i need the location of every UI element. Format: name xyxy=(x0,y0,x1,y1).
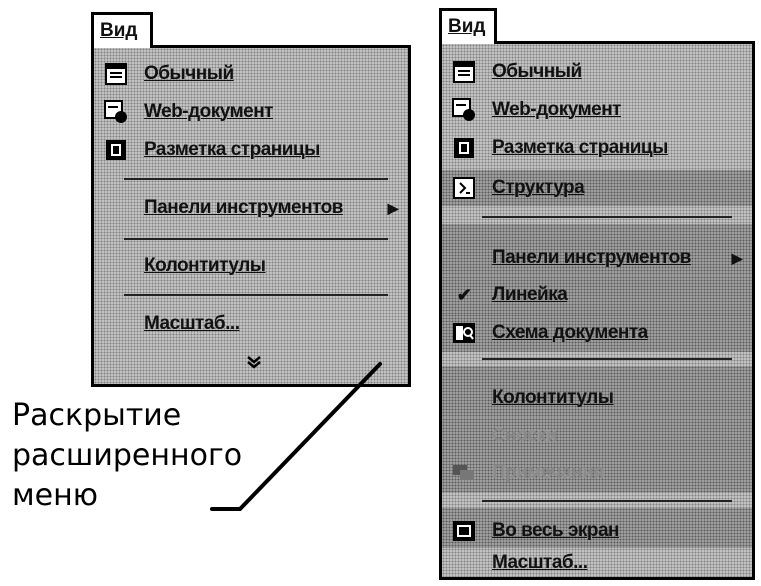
checkmark-icon: ✔ xyxy=(456,284,472,305)
annotation-text: Раскрытие расширенного меню xyxy=(12,398,243,513)
menu-item-full-screen[interactable]: Во весь экран xyxy=(442,508,752,548)
menu-item-label: Во весь экран xyxy=(492,520,620,541)
document-map-icon xyxy=(452,321,476,345)
menu-separator xyxy=(124,238,388,240)
menu-item-label: Панели инструментов xyxy=(144,197,343,218)
menu-item-label: Сноски xyxy=(492,425,558,446)
menu-item-toolbars[interactable]: Панели инструментов ▶ xyxy=(94,190,408,226)
menu-item-toolbars[interactable]: Панели инструментов ▶ xyxy=(442,224,752,276)
menu-separator xyxy=(482,500,732,502)
menu-panel: Обычный Web-документ xyxy=(439,41,755,580)
normal-view-icon xyxy=(104,62,128,86)
menu-item-label: Примечания xyxy=(492,462,604,483)
page-layout-icon xyxy=(104,138,128,162)
menu-item-outline[interactable]: Структура xyxy=(442,170,752,206)
normal-view-icon xyxy=(452,60,476,84)
menu-separator xyxy=(482,216,732,218)
full-screen-icon xyxy=(452,519,476,543)
menu-item-document-map[interactable]: Схема документа xyxy=(442,314,752,352)
menu-item-headers-footers[interactable]: Колонтитулы xyxy=(94,248,408,284)
menu-item-label: Web-документ xyxy=(492,99,622,120)
menu-separator xyxy=(124,178,388,180)
menu-title-view[interactable]: Вид xyxy=(91,12,153,48)
menu-separator xyxy=(124,294,388,296)
menu-item-label: Линейка xyxy=(492,284,568,305)
outline-icon xyxy=(452,176,476,200)
menu-item-label: Разметка страницы xyxy=(144,139,320,160)
menu-item-label: Схема документа xyxy=(492,322,648,343)
menu-item-web-document[interactable]: Web-документ xyxy=(442,92,752,128)
menu-item-label: Масштаб... xyxy=(492,552,588,573)
menu-item-normal[interactable]: Обычный xyxy=(442,54,752,90)
menu-item-zoom[interactable]: Масштаб... xyxy=(442,546,752,580)
right-view-menu: Вид Обычный xyxy=(439,8,755,580)
menu-item-label: Колонтитулы xyxy=(492,387,614,408)
menu-item-zoom[interactable]: Масштаб... xyxy=(94,306,408,342)
menu-item-label: Масштаб... xyxy=(144,313,240,334)
menu-item-label: Web-документ xyxy=(144,101,274,122)
web-document-icon xyxy=(452,98,476,122)
web-document-icon xyxy=(104,100,128,124)
menu-item-comments: Примечания xyxy=(442,454,752,492)
menu-item-label: Структура xyxy=(492,177,585,198)
menu-item-footnotes: Сноски xyxy=(442,418,752,454)
menu-panel: Обычный Web-документ xyxy=(91,45,411,387)
menu-item-label: Обычный xyxy=(144,63,234,84)
menu-item-web-document[interactable]: Web-документ xyxy=(94,94,408,130)
menu-item-normal[interactable]: Обычный xyxy=(94,56,408,92)
submenu-arrow-icon: ▶ xyxy=(731,249,743,266)
menu-item-label: Разметка страницы xyxy=(492,137,668,158)
menu-item-ruler[interactable]: ✔ Линейка xyxy=(442,276,752,314)
menu-item-page-layout[interactable]: Разметка страницы xyxy=(94,132,408,168)
page-layout-icon xyxy=(452,136,476,160)
menu-item-label: Панели инструментов xyxy=(492,247,691,268)
menu-item-page-layout[interactable]: Разметка страницы xyxy=(442,130,752,166)
menu-separator xyxy=(482,358,732,360)
expand-menu-chevron-icon[interactable] xyxy=(244,354,264,375)
left-view-menu: Вид Обычный xyxy=(91,12,411,387)
submenu-arrow-icon: ▶ xyxy=(387,199,399,216)
menu-item-label: Обычный xyxy=(492,61,582,82)
menu-item-label: Колонтитулы xyxy=(144,255,266,276)
menu-title-view[interactable]: Вид xyxy=(439,8,497,44)
comments-icon xyxy=(452,461,476,485)
menu-item-headers-footers[interactable]: Колонтитулы xyxy=(442,366,752,418)
